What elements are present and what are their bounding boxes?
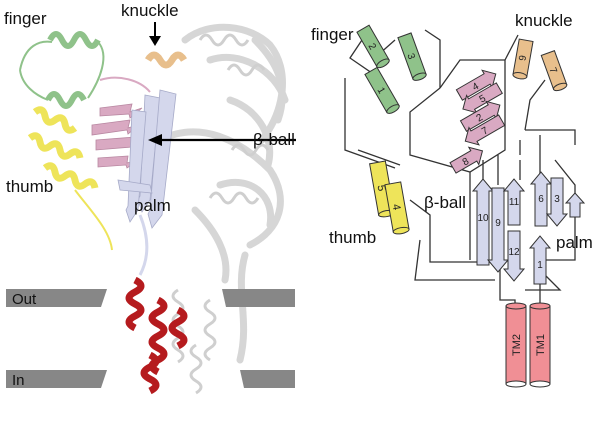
svg-text:3: 3 — [554, 194, 560, 205]
transmembrane-helices: TM2 TM1 — [505, 302, 551, 388]
palm-strand-1: 1 — [528, 235, 552, 285]
palm-strand-10: 10 — [471, 178, 495, 266]
palm-strand-11: 11 — [502, 178, 526, 226]
svg-text:TM2: TM2 — [511, 334, 523, 356]
tm1-helix: TM1 — [529, 302, 551, 388]
svg-text:12: 12 — [508, 247, 520, 258]
knuckle-helices: 6 7 — [512, 38, 568, 92]
tm2-helix: TM2 — [505, 302, 527, 388]
svg-text:6: 6 — [538, 194, 544, 205]
svg-text:4: 4 — [390, 203, 403, 211]
finger-helix-2: 2 — [356, 24, 390, 69]
svg-text:4: 4 — [471, 81, 482, 94]
svg-text:1: 1 — [537, 260, 543, 271]
finger-helix-1: 1 — [364, 66, 400, 114]
knuckle-domain-ribbon — [144, 51, 188, 69]
palm-strand-9: 9 — [486, 187, 510, 273]
finger-domain-ribbon — [19, 31, 105, 109]
label-beta-ball-left: β-ball — [253, 130, 295, 149]
label-knuckle-right: knuckle — [515, 11, 573, 30]
label-in: In — [12, 372, 25, 389]
svg-text:9: 9 — [495, 218, 501, 229]
knuckle-helix-6: 6 — [512, 38, 534, 80]
topology-connectors — [344, 27, 576, 305]
beta-ball-strands: 4 5 2 7 8 — [449, 69, 506, 174]
knuckle-helix-7: 7 — [540, 50, 568, 92]
tm-helix-ribbon — [125, 276, 188, 395]
knuckle-arrow — [149, 22, 161, 46]
svg-text:7: 7 — [480, 125, 491, 138]
label-beta-ball-right: β-ball — [424, 193, 466, 212]
beta-strand-5: 5 — [462, 82, 503, 114]
membrane-out-right — [222, 289, 295, 307]
ribbon-structure-panel: finger knuckle thumb palm β-ball Out In — [4, 1, 296, 395]
svg-text:3: 3 — [404, 52, 416, 61]
svg-text:5: 5 — [375, 184, 388, 192]
label-knuckle-left: knuckle — [121, 1, 179, 20]
finger-helices: 1 2 3 — [356, 24, 427, 114]
palm-domain-ribbon — [117, 89, 177, 276]
svg-text:5: 5 — [478, 93, 489, 106]
svg-text:TM1: TM1 — [535, 334, 547, 356]
svg-text:2: 2 — [475, 112, 486, 125]
svg-text:1: 1 — [375, 86, 388, 97]
thumb-helix-4: 4 — [384, 181, 410, 235]
beta-ball-loop — [99, 76, 151, 93]
finger-helix-3: 3 — [397, 32, 427, 81]
label-thumb-left: thumb — [6, 177, 53, 196]
beta-strand-7: 7 — [464, 114, 506, 146]
palm-strand-right-small — [564, 192, 586, 218]
beta-ball-arrow — [148, 134, 296, 146]
svg-text:2: 2 — [366, 42, 379, 53]
svg-text:10: 10 — [477, 213, 489, 224]
palm-strand-6: 6 — [529, 171, 553, 227]
beta-strand-8: 8 — [449, 146, 484, 174]
grey-protein-bulk — [156, 23, 289, 364]
svg-text:7: 7 — [546, 66, 558, 75]
beta-strand-2: 2 — [459, 100, 501, 132]
palm-strand-12: 12 — [502, 230, 526, 282]
label-finger-right: finger — [311, 25, 354, 44]
svg-text:8: 8 — [461, 156, 472, 169]
svg-text:6: 6 — [516, 54, 528, 62]
palm-strand-3: 3 — [545, 177, 569, 227]
label-finger-left: finger — [4, 9, 47, 28]
membrane-in-right — [240, 370, 295, 388]
thumb-domain-ribbon — [27, 106, 113, 251]
label-palm-left: palm — [134, 196, 171, 215]
label-thumb-right: thumb — [329, 228, 376, 247]
membrane-in-left — [6, 370, 107, 388]
membrane-out-left — [6, 289, 107, 307]
svg-text:11: 11 — [509, 197, 520, 208]
label-out: Out — [12, 291, 37, 308]
topology-panel: 1 2 3 6 7 — [311, 11, 593, 388]
grey-helix-coils — [171, 33, 270, 395]
thumb-helices: 5 4 — [369, 160, 410, 235]
palm-strands: 10 9 11 12 6 3 — [471, 171, 586, 285]
label-palm-right: palm — [556, 233, 593, 252]
